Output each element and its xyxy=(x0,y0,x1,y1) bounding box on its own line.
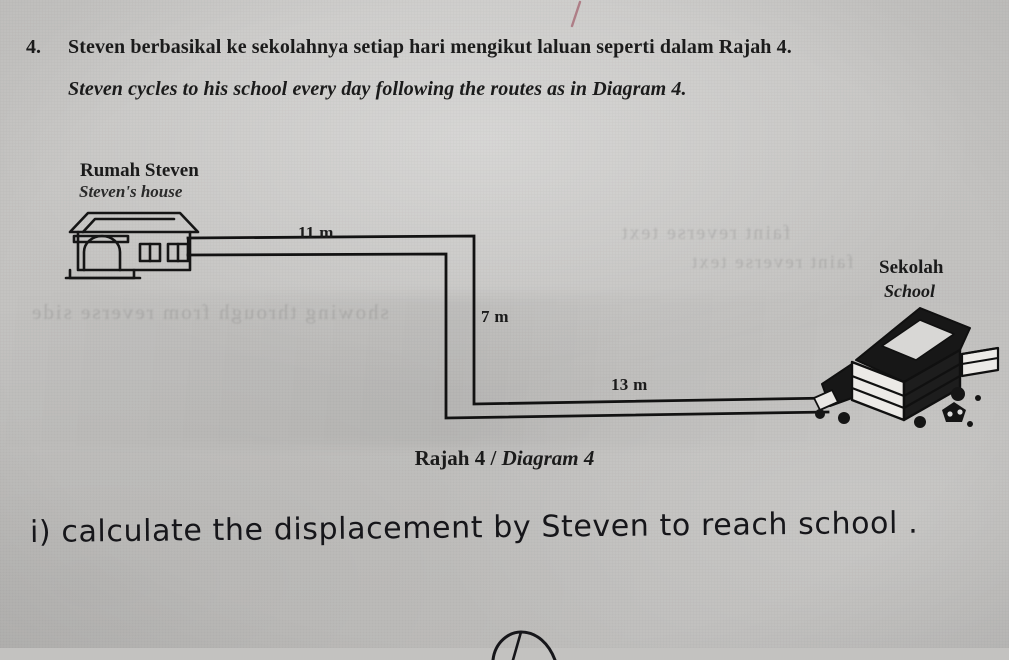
school-label-english: School xyxy=(884,281,936,301)
route-line-outer xyxy=(186,234,832,406)
distance-label-11m: 11 m xyxy=(298,223,334,242)
distance-label-13m: 13 m xyxy=(611,375,648,394)
route-line-inner xyxy=(186,252,830,420)
diagram-figure: Rumah Steven Steven's house Sekolah Scho… xyxy=(0,150,1009,480)
house-icon xyxy=(64,211,200,280)
distance-label-7m: 7 m xyxy=(481,307,509,326)
question-text-english: Steven cycles to his school every day fo… xyxy=(68,78,687,100)
red-pen-tick-mark xyxy=(570,0,582,28)
school-label-malay: Sekolah xyxy=(879,257,944,278)
caption-english: Diagram 4 xyxy=(501,446,595,470)
question-number: 4. xyxy=(26,36,41,58)
school-building-icon xyxy=(813,307,1000,428)
house-label-english: Steven's house xyxy=(79,182,183,201)
house-label-malay: Rumah Steven xyxy=(80,160,199,181)
question-text-malay: Steven berbasikal ke sekolahnya setiap h… xyxy=(68,36,792,58)
caption-malay: Rajah 4 / xyxy=(414,446,497,470)
partial-handwriting-stroke xyxy=(491,630,557,660)
diagram-caption: Rajah 4 / Diagram 4 xyxy=(0,446,1009,471)
